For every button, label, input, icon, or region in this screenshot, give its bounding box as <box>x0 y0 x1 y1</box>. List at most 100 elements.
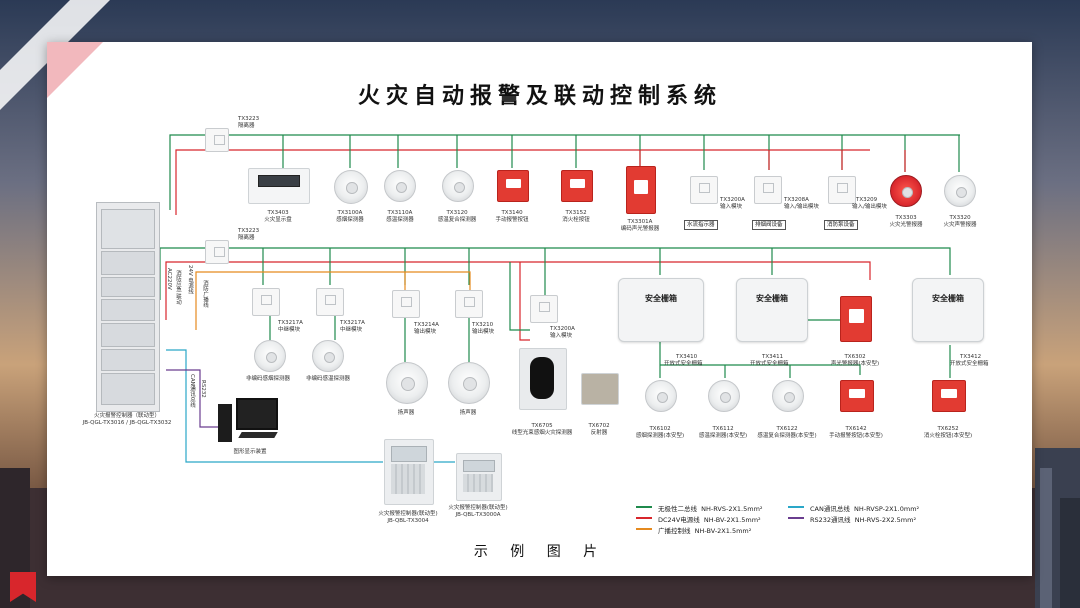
tag-water-flow: 水流指示器 <box>684 220 718 230</box>
manual-call-point-icon <box>497 170 529 202</box>
legend-name: 无极性二总线 <box>658 505 697 513</box>
main-controller-label-1: 火灾报警控制器（联动型） <box>93 413 160 419</box>
row2-code-0: TX3217A <box>278 320 303 326</box>
sub-controller-1-label-2: JB-QBL-TX3004 <box>387 518 429 524</box>
ex-code-2: TX6122 <box>776 426 798 432</box>
row1-name-0: 火灾显示盘 <box>264 217 292 223</box>
ex-name-2: 感温复合探测器(本安型) <box>757 433 817 439</box>
row2-code-3: TX3210 <box>472 322 494 328</box>
cabinet-1-title: 安全栅箱 <box>645 294 677 303</box>
ex-name-4: 消火栓按钮(本安型) <box>923 433 973 439</box>
row1-code-7: TX3200A <box>720 197 745 203</box>
sub-controller-1-icon <box>384 439 434 505</box>
smoke-detector-icon <box>334 170 368 204</box>
row1-code-9: TX3209 <box>856 197 878 203</box>
row1-code-8: TX3208A <box>784 197 809 203</box>
input-module-icon <box>690 176 718 204</box>
cabinet-2-name: 开放式安全栅箱 <box>750 361 789 367</box>
sub-controller-2-icon <box>456 453 502 501</box>
reflector-name: 反射器 <box>590 430 608 436</box>
isolator-top-name: 隔离器 <box>238 123 255 129</box>
io-module-icon <box>754 176 782 204</box>
ex-manual-call-point-icon <box>840 380 874 412</box>
ex-heat-detector-icon <box>708 380 740 412</box>
row2-device-3: 扬声器 <box>459 410 477 416</box>
main-controller-rack <box>96 202 160 412</box>
sounder-strobe-icon <box>626 166 656 214</box>
graphic-pc-label: 图形显示装置 <box>233 449 267 455</box>
hydrant-button-icon <box>561 170 593 202</box>
backup-label: 消防应急 联动 <box>175 270 181 305</box>
row2-device-1: 非编码感温探测器 <box>305 376 350 382</box>
ex-name-1: 感温探测器(本安型) <box>698 433 748 439</box>
row1-name-6: 编码声光警报器 <box>620 226 660 232</box>
row1-code-0: TX3403 <box>267 210 289 216</box>
row2-code-4: TX3200A <box>550 326 575 332</box>
cabinet-1-name: 开放式安全栅箱 <box>664 361 703 367</box>
legend-name: RS232通讯线 <box>810 516 851 524</box>
cabinet-1-code: TX3410 <box>676 354 698 360</box>
output-module-icon <box>392 290 420 318</box>
row2-device-2: 扬声器 <box>397 410 415 416</box>
row1-code-3: TX3120 <box>446 210 468 216</box>
ex-name-0: 感烟探测器(本安型) <box>635 433 685 439</box>
cabinet-3-name: 开放式安全栅箱 <box>950 361 989 367</box>
isolator-mid-code: TX3223 <box>238 228 260 234</box>
speaker-icon <box>448 362 490 404</box>
row2-code-1: TX3217A <box>340 320 365 326</box>
power-label: AC220V <box>166 268 172 290</box>
legend-name: 广播控制线 <box>658 527 691 535</box>
ex-code-0: TX6102 <box>649 426 671 432</box>
row2-name-3: 输出模块 <box>472 329 495 335</box>
relay-module-icon <box>252 288 280 316</box>
safety-barrier-cabinet-2: 安全栅箱 <box>736 278 808 342</box>
non-coded-smoke-detector-icon <box>254 340 286 372</box>
output-module-icon <box>455 290 483 318</box>
cabinet-2-title: 安全栅箱 <box>756 294 788 303</box>
ex-name-3: 手动报警按钮(本安型) <box>829 433 883 439</box>
ex-code-1: TX6112 <box>712 426 734 432</box>
row1-code-6: TX3301A <box>627 219 653 225</box>
non-coded-heat-detector-icon <box>312 340 344 372</box>
legend-item: CAN通讯总线 NH-RVSP-2X1.0mm² <box>810 503 919 513</box>
sub-controller-1-label-1: 火灾报警控制器(联动型) <box>378 511 438 517</box>
legend-spec: NH-BV-2X1.5mm² <box>694 527 752 535</box>
io-module-icon <box>828 176 856 204</box>
can-label: CAN通讯总线 <box>189 374 195 408</box>
tag-smoke-valve: 排烟阀设备 <box>752 220 786 230</box>
ex-sounder-code: TX6302 <box>844 354 866 360</box>
legend-spec: NH-RVS-2X2.5mm² <box>854 516 917 524</box>
broadcast-label: 消防广播线 <box>202 280 208 308</box>
cabinet-3-code: TX3412 <box>960 354 982 360</box>
ex-code-4: TX6252 <box>937 426 959 432</box>
heat-detector-icon <box>384 170 416 202</box>
rs232-label: RS232 <box>200 380 206 398</box>
cabinet-3-title: 安全栅箱 <box>932 294 964 303</box>
row1-code-5: TX3152 <box>565 210 587 216</box>
input-module-icon <box>530 295 558 323</box>
row1-name-2: 感温探测器 <box>386 217 414 223</box>
row1-name-3: 感温复合探测器 <box>437 217 477 223</box>
combo-detector-icon <box>442 170 474 202</box>
isolator-mid-icon <box>205 240 229 264</box>
sub-controller-2-label-2: JB-QBL-TX3000A <box>455 512 501 518</box>
row1-name-11: 火灾声警报器 <box>943 222 977 228</box>
row1-name-1: 感烟探测器 <box>336 217 364 223</box>
row1-name-7: 输入模块 <box>720 204 743 210</box>
legend-name: CAN通讯总线 <box>810 505 850 513</box>
page-title: 火灾自动报警及联动控制系统 <box>357 84 722 109</box>
corner-accent <box>47 42 103 98</box>
reflector-code: TX6702 <box>588 423 610 429</box>
safety-barrier-cabinet-1: 安全栅箱 <box>618 278 704 342</box>
isolator-top-icon <box>205 128 229 152</box>
legend-spec: NH-RVSP-2X1.0mm² <box>854 505 920 513</box>
main-controller-label-2: JB-QGL-TX3016 / JB-QGL-TX3032 <box>82 420 172 426</box>
row1-name-10: 火灾光警报器 <box>889 222 923 228</box>
legend-item: 广播控制线 NH-BV-2X1.5mm² <box>658 525 751 535</box>
display-panel-icon <box>248 168 310 204</box>
row1-code-4: TX3140 <box>501 210 523 216</box>
row2-code-2: TX3214A <box>414 322 439 328</box>
relay-module-icon <box>316 288 344 316</box>
row1-code-11: TX3320 <box>949 215 971 221</box>
